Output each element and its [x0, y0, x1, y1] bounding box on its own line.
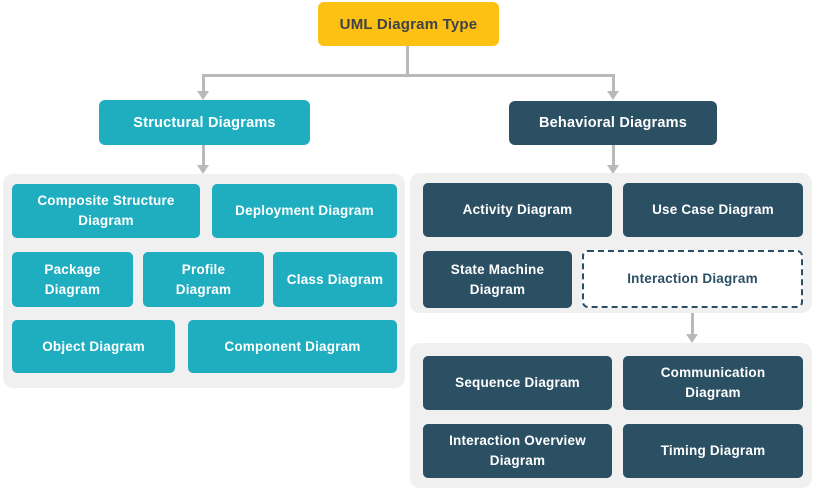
- connector-branch-split: [202, 74, 615, 77]
- interaction-diagrams-group: Sequence Diagram Communication Diagram I…: [410, 343, 812, 488]
- node-interaction-overview-diagram: Interaction Overview Diagram: [423, 424, 612, 478]
- node-uml-diagram-type: UML Diagram Type: [318, 2, 499, 46]
- connector-behavioral-group-stem: [612, 145, 615, 166]
- node-profile-diagram: Profile Diagram: [143, 252, 264, 307]
- node-use-case-diagram: Use Case Diagram: [623, 183, 803, 237]
- connector-behavioral-drop: [612, 74, 615, 92]
- connector-structural-drop: [202, 74, 205, 92]
- node-state-machine-diagram: State Machine Diagram: [423, 251, 572, 308]
- connector-root-stem: [406, 46, 409, 75]
- node-structural-diagrams: Structural Diagrams: [99, 100, 310, 145]
- node-class-diagram: Class Diagram: [273, 252, 397, 307]
- node-package-diagram: Package Diagram: [12, 252, 133, 307]
- arrowhead-behavioral-drop-icon: [607, 91, 619, 100]
- connector-structural-group-stem: [202, 145, 205, 166]
- node-deployment-diagram: Deployment Diagram: [212, 184, 397, 238]
- structural-diagrams-group: Composite Structure Diagram Deployment D…: [3, 174, 405, 388]
- behavioral-diagrams-group: Activity Diagram Use Case Diagram State …: [410, 173, 812, 313]
- node-activity-diagram: Activity Diagram: [423, 183, 612, 237]
- arrowhead-behavioral-group-icon: [607, 165, 619, 174]
- node-timing-diagram: Timing Diagram: [623, 424, 803, 478]
- node-interaction-diagram: Interaction Diagram: [582, 250, 803, 308]
- arrowhead-structural-drop-icon: [197, 91, 209, 100]
- node-component-diagram: Component Diagram: [188, 320, 397, 373]
- node-object-diagram: Object Diagram: [12, 320, 175, 373]
- node-behavioral-diagrams: Behavioral Diagrams: [509, 101, 717, 145]
- node-sequence-diagram: Sequence Diagram: [423, 356, 612, 410]
- connector-interaction-group-stem: [691, 307, 694, 335]
- arrowhead-interaction-group-icon: [686, 334, 698, 343]
- node-communication-diagram: Communication Diagram: [623, 356, 803, 410]
- node-composite-structure-diagram: Composite Structure Diagram: [12, 184, 200, 238]
- arrowhead-structural-group-icon: [197, 165, 209, 174]
